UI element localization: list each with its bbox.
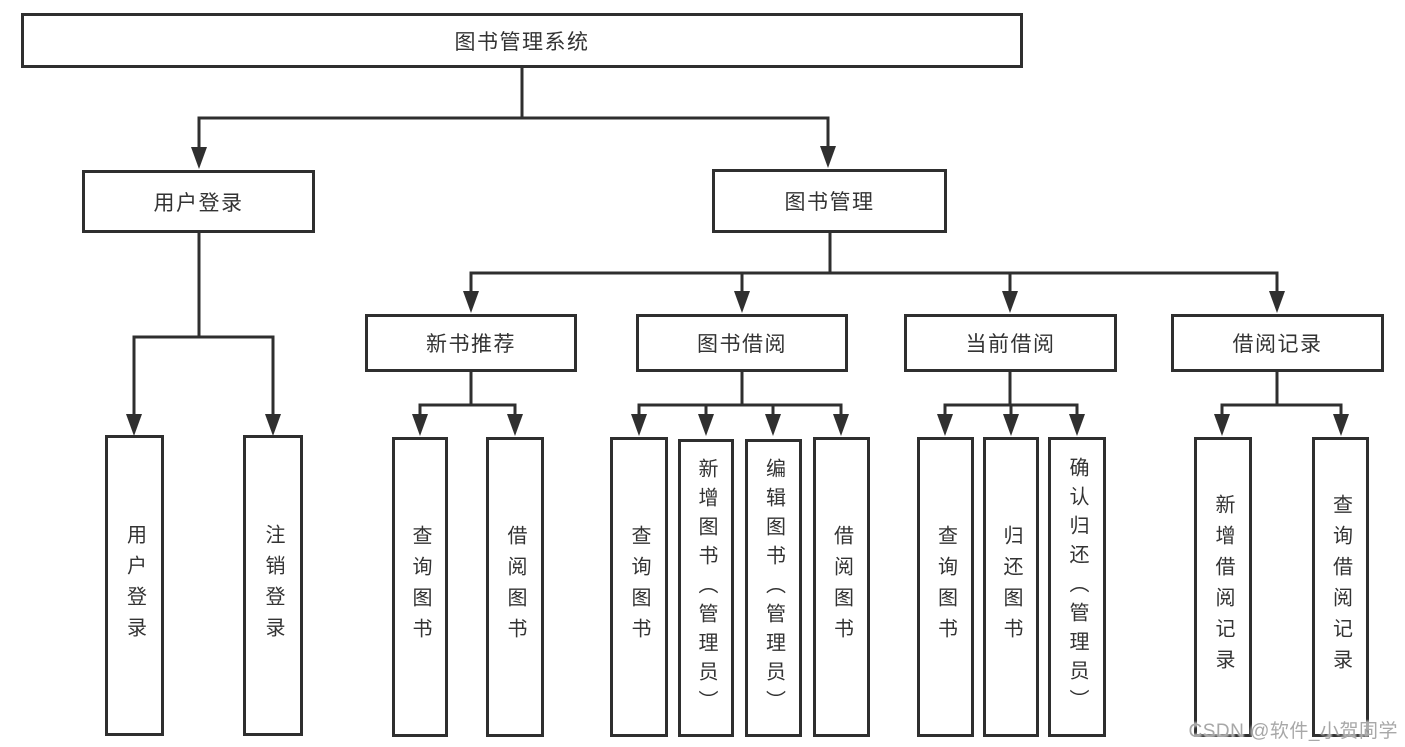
node-new-book-recommend: 新书推荐	[365, 314, 577, 372]
node-br-add-record: 新增借阅记录	[1194, 437, 1252, 737]
connector-book-borrow-children	[631, 372, 849, 436]
node-nbr-borrow-books: 借阅图书	[486, 437, 544, 737]
csdn-watermark: CSDN @软件_小贺同学	[1188, 721, 1398, 742]
node-cb-query-books: 查询图书	[917, 437, 974, 737]
node-library-management-system: 图书管理系统	[21, 13, 1023, 68]
node-logout: 注销登录	[243, 435, 303, 736]
connector-root-to-level1	[191, 68, 836, 169]
connector-user-login-children	[126, 233, 281, 436]
connector-book-management-children	[463, 233, 1285, 313]
node-br-query-record: 查询借阅记录	[1312, 437, 1369, 737]
node-current-borrow: 当前借阅	[904, 314, 1117, 372]
node-bb-add-books-admin: 新增图书（管理员）	[678, 439, 734, 737]
connector-borrow-records-children	[1214, 372, 1349, 436]
node-nbr-query-books: 查询图书	[392, 437, 448, 737]
node-user-login-action: 用户登录	[105, 435, 164, 736]
node-bb-borrow-books: 借阅图书	[813, 437, 870, 737]
connector-current-borrow-children	[937, 372, 1085, 436]
connector-new-book-recommend-children	[412, 372, 523, 436]
node-bb-edit-books-admin: 编辑图书（管理员）	[745, 439, 802, 737]
node-cb-return-books: 归还图书	[983, 437, 1039, 737]
node-bb-query-books: 查询图书	[610, 437, 668, 737]
node-borrow-records: 借阅记录	[1171, 314, 1384, 372]
node-cb-confirm-return-admin: 确认归还（管理员）	[1048, 437, 1106, 737]
node-book-management: 图书管理	[712, 169, 947, 233]
node-user-login: 用户登录	[82, 170, 315, 233]
node-book-borrow: 图书借阅	[636, 314, 848, 372]
